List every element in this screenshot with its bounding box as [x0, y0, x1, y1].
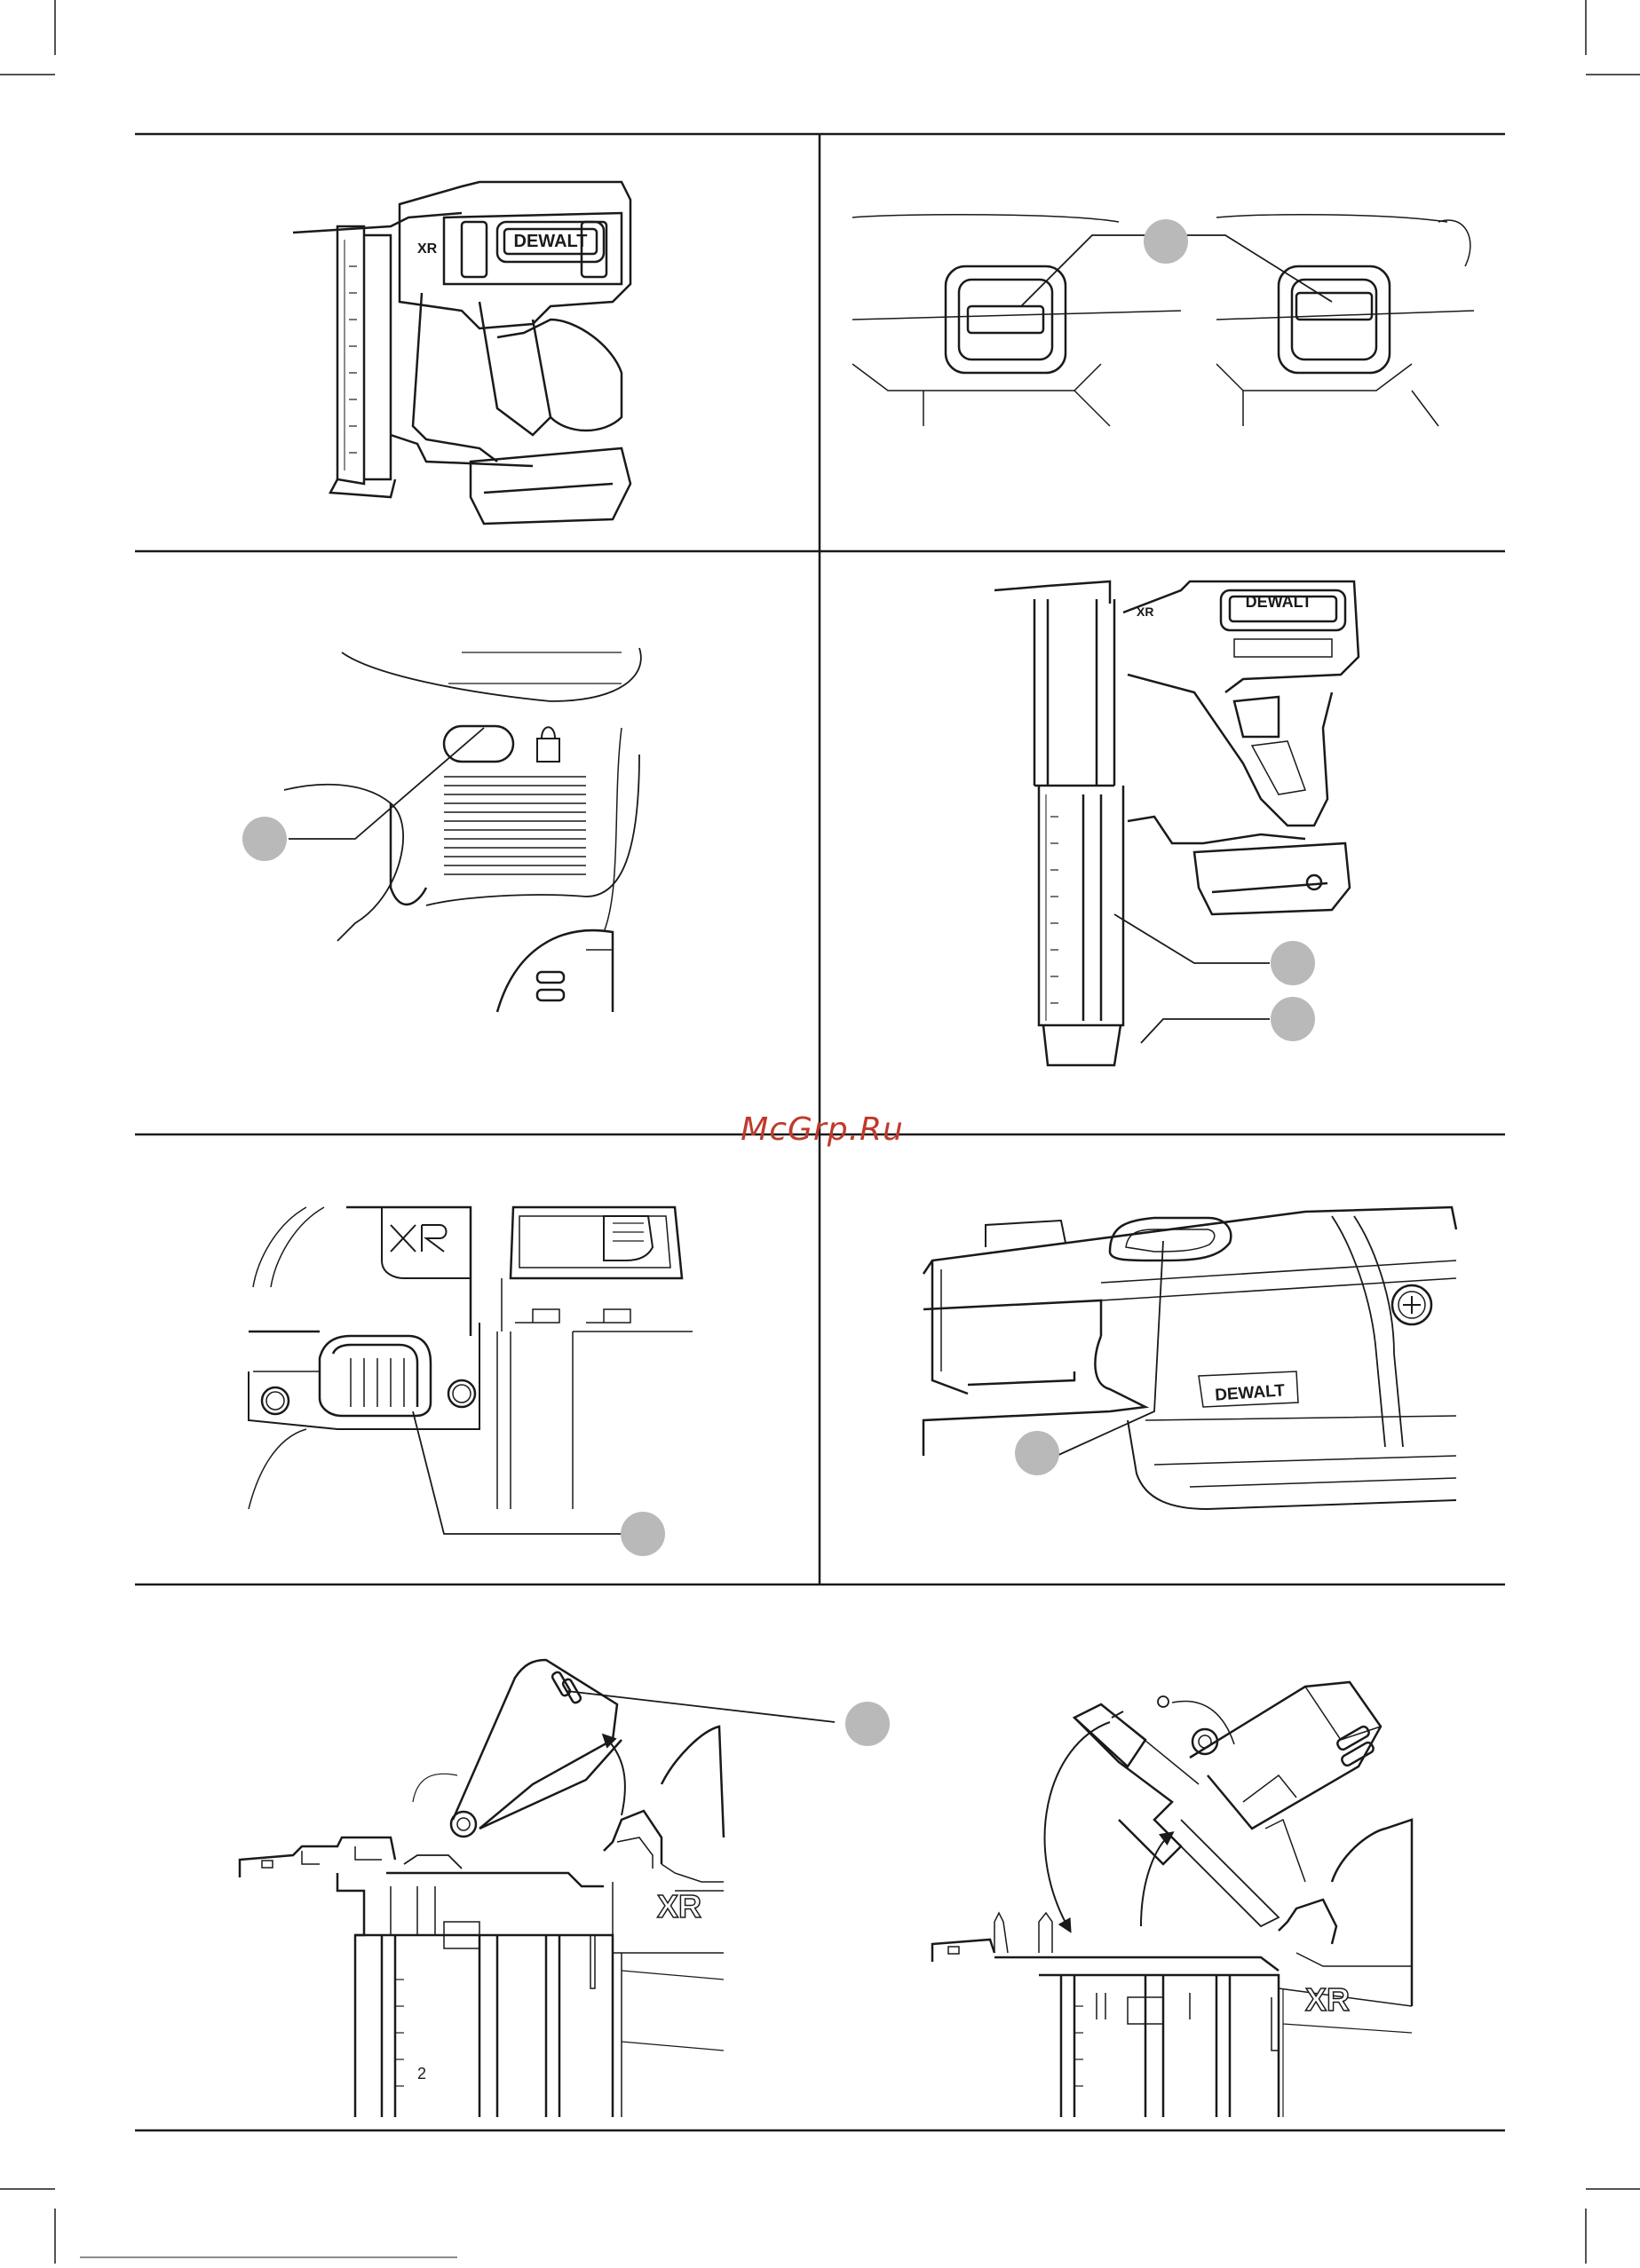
- callout-badge-1: [1144, 219, 1188, 264]
- callout-badge-4: [1271, 997, 1315, 1041]
- watermark: McGrp.Ru: [733, 1111, 911, 1148]
- fig-lock-button: [242, 648, 641, 1012]
- callout-badge-5: [621, 1512, 665, 1556]
- callout-badge-6: [1015, 1431, 1059, 1475]
- callout-badge-2: [242, 817, 287, 861]
- xr-logo-text: XR: [383, 1220, 434, 1261]
- fig-jam-latch-open: 2 XR: [240, 1660, 890, 2117]
- dewalt-logo-text: DEWALT: [514, 232, 588, 251]
- xr-logo-text: XR: [657, 1888, 701, 1924]
- fig-nailer-grip: DEWALT XR: [293, 182, 630, 524]
- fig-lights: [852, 215, 1474, 426]
- fig-jam-latch-rotate: XR: [932, 1682, 1412, 2117]
- fig-magazine: DEWALT XR: [994, 581, 1359, 1065]
- callout-badge-7: [845, 1702, 890, 1746]
- fig-battery-release: DEWALT: [923, 1207, 1456, 1509]
- xr-logo-text: XR: [1137, 605, 1153, 619]
- fig-depth-wheel: XR: [249, 1207, 693, 1556]
- xr-logo-text: XR: [417, 241, 438, 257]
- dewalt-logo-text: DEWALT: [1246, 593, 1312, 611]
- callout-badge-3: [1271, 941, 1315, 985]
- scale-number: 2: [417, 2065, 426, 2082]
- dewalt-logo-text: DEWALT: [1215, 1381, 1286, 1404]
- xr-logo-text: XR: [1305, 1981, 1350, 2018]
